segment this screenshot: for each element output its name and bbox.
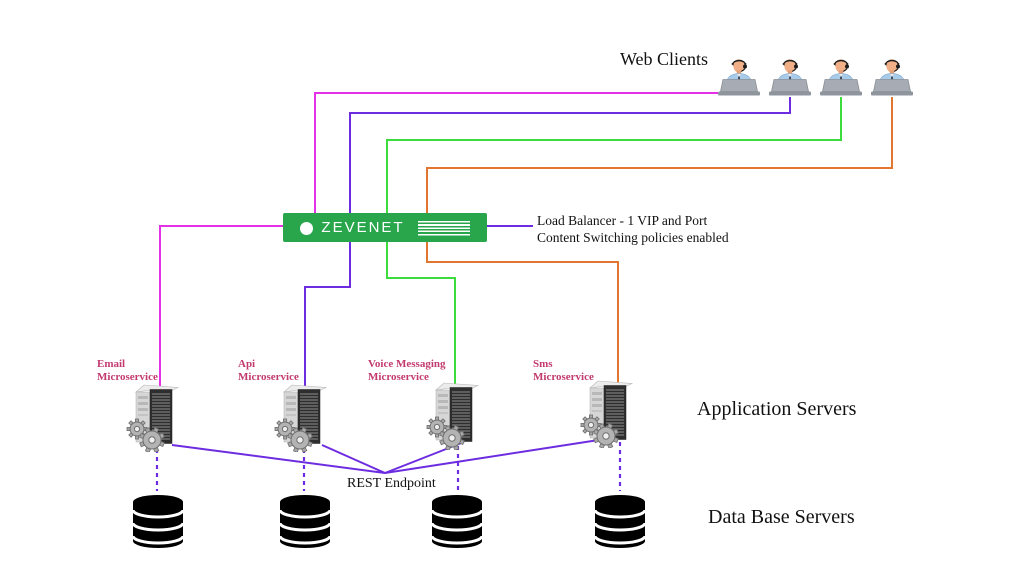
database-icon-4	[594, 493, 646, 551]
lb-vents-icon	[418, 221, 470, 236]
api-microservice-label: Api Microservice	[238, 358, 299, 383]
lb-led-icon	[300, 222, 313, 235]
voice-server-icon	[424, 378, 482, 450]
sms-microservice-label: Sms Microservice	[533, 358, 594, 383]
link-lb-email	[159, 225, 284, 390]
lb-brand-label: ZEVENET	[321, 219, 405, 236]
web-client-icon-3	[818, 56, 864, 98]
api-server-icon	[272, 380, 330, 452]
web-client-icon-1	[716, 56, 762, 98]
voice-messaging-microservice-label: Voice Messaging Microservice	[368, 358, 446, 383]
link-lb-api	[304, 241, 351, 390]
web-client-icon-2	[767, 56, 813, 98]
link-client1-lb	[314, 92, 728, 214]
web-client-icon-4	[869, 56, 915, 98]
link-client2-lb	[349, 97, 791, 214]
link-sms-rest	[384, 436, 619, 474]
web-clients-label: Web Clients	[620, 49, 709, 69]
application-servers-label: Application Servers	[697, 398, 857, 420]
email-microservice-label: Email Microservice	[97, 358, 158, 383]
link-lb-voice	[386, 241, 456, 388]
sms-server-icon	[578, 376, 636, 448]
database-icon-1	[132, 493, 184, 551]
link-client4-lb	[426, 97, 893, 214]
load-balancer-annotation: Load Balancer - 1 VIP and Port Content S…	[537, 213, 729, 245]
database-icon-2	[279, 493, 331, 551]
link-email-rest	[171, 444, 386, 474]
database-servers-label: Data Base Servers	[708, 506, 855, 528]
load-balancer-appliance: ZEVENET	[283, 213, 487, 242]
rest-endpoint-label: REST Endpoint	[347, 476, 436, 491]
link-lb-sms	[426, 241, 619, 385]
database-icon-3	[431, 493, 483, 551]
link-client3-lb	[386, 97, 842, 214]
email-server-icon	[124, 380, 182, 452]
link-api-rest	[321, 444, 386, 474]
